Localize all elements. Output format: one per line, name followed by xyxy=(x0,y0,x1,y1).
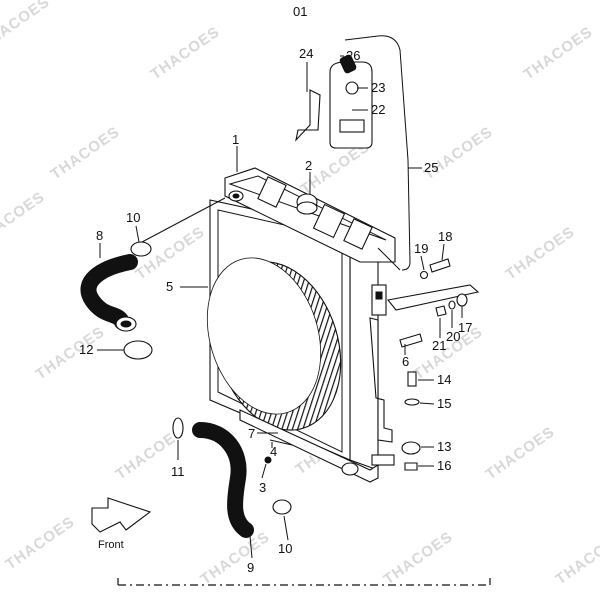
watermark: THACOES xyxy=(0,188,48,248)
leader-lines xyxy=(97,55,463,559)
reservoir-tank xyxy=(329,61,373,149)
lower-hose xyxy=(172,417,292,538)
nut-16 xyxy=(404,462,418,471)
part-number-23: 23 xyxy=(371,80,385,95)
bolt-18 xyxy=(429,258,451,273)
upper-hose-bore xyxy=(120,320,132,328)
part-number-20: 20 xyxy=(446,329,460,344)
overflow-spigot xyxy=(377,247,401,271)
washer-17 xyxy=(456,293,468,307)
part-number-6: 6 xyxy=(402,354,409,369)
inlet-neck-hole xyxy=(232,193,240,199)
watermark: THACOES xyxy=(48,123,124,183)
watermark: THACOES xyxy=(3,513,79,573)
hose-clamp-12 xyxy=(123,340,153,360)
part-number-18: 18 xyxy=(438,229,452,244)
frame-border xyxy=(117,578,491,586)
part-number-11: 11 xyxy=(171,464,185,479)
watermark: THACOES xyxy=(0,0,53,53)
upper-side-bracket xyxy=(371,284,387,316)
upper-hose-body xyxy=(80,254,138,330)
part-number-4: 4 xyxy=(270,444,277,459)
drain-plug-3 xyxy=(264,456,272,464)
hose-clamp-11 xyxy=(172,417,184,439)
watermark: THACOES xyxy=(198,528,274,588)
part-number-17: 17 xyxy=(458,320,472,335)
part-number-labels: 1 2 3 4 5 6 7 8 9 10 10 11 12 13 14 15 1… xyxy=(79,46,472,575)
part-number-14: 14 xyxy=(437,372,451,387)
lower-side-bracket xyxy=(369,317,393,443)
part-number-5: 5 xyxy=(166,279,173,294)
cushion-13 xyxy=(401,441,421,455)
reservoir-neck xyxy=(345,81,359,95)
reservoir-cap xyxy=(339,54,357,74)
drain-cock-7 xyxy=(269,439,293,446)
bolt-14 xyxy=(407,371,417,387)
washer-15 xyxy=(404,398,420,406)
part-number-13: 13 xyxy=(437,439,451,454)
reservoir-level-mark xyxy=(339,119,365,133)
part-number-21: 21 xyxy=(432,338,446,353)
hardware xyxy=(264,258,468,471)
part-number-19: 19 xyxy=(414,241,428,256)
front-label: Front xyxy=(98,539,124,551)
page-label: 01 xyxy=(293,4,307,19)
part-number-25: 25 xyxy=(424,160,438,175)
radiator-cap-base xyxy=(296,201,318,215)
watermark: THACOES xyxy=(521,23,597,83)
outlet-neck xyxy=(341,462,359,476)
overflow-tank-assembly xyxy=(295,35,411,271)
part-number-2: 2 xyxy=(305,158,312,173)
part-number-9: 9 xyxy=(247,560,254,575)
hose-clamp-10-lower xyxy=(272,499,292,515)
watermark: THACOES xyxy=(148,23,224,83)
lower-hose-body xyxy=(192,422,254,538)
watermark: THACOES xyxy=(381,528,457,588)
washer-19 xyxy=(419,270,429,280)
mounting-plate xyxy=(386,284,480,311)
part-number-10-lower: 10 xyxy=(278,541,292,556)
lower-tank xyxy=(239,409,379,483)
part-number-8: 8 xyxy=(96,228,103,243)
part-number-16: 16 xyxy=(437,458,451,473)
watermark: THACOES xyxy=(33,323,109,383)
nut-21 xyxy=(435,305,447,317)
upper-hose xyxy=(80,241,153,360)
washer-20 xyxy=(448,300,456,310)
hose-clamp-10-upper xyxy=(130,241,152,257)
bracket-slot xyxy=(375,291,383,300)
watermark: THACOES xyxy=(483,423,559,483)
part-number-7: 7 xyxy=(248,426,255,441)
reservoir-bracket xyxy=(295,89,321,142)
part-number-10-upper: 10 xyxy=(126,210,140,225)
bolt-6 xyxy=(399,333,423,348)
fan-ring xyxy=(206,257,322,415)
part-number-15: 15 xyxy=(437,396,451,411)
part-number-22: 22 xyxy=(371,102,385,117)
part-number-1: 1 xyxy=(232,132,239,147)
upper-tank-rib xyxy=(343,218,373,250)
upper-tank-rib xyxy=(257,176,287,208)
part-number-26: 26 xyxy=(346,48,360,63)
front-arrow-icon xyxy=(91,497,152,533)
part-number-12: 12 xyxy=(79,342,93,357)
watermark: THACOES xyxy=(503,223,579,283)
part-number-24: 24 xyxy=(299,46,313,61)
overflow-hose xyxy=(344,35,411,271)
mount-foot xyxy=(371,454,395,466)
part-number-3: 3 xyxy=(259,480,266,495)
watermark: THACOES xyxy=(553,528,600,588)
front-direction-indicator: Front xyxy=(91,497,152,551)
upper-tank-rib xyxy=(312,203,346,239)
radiator-assembly xyxy=(206,167,401,483)
